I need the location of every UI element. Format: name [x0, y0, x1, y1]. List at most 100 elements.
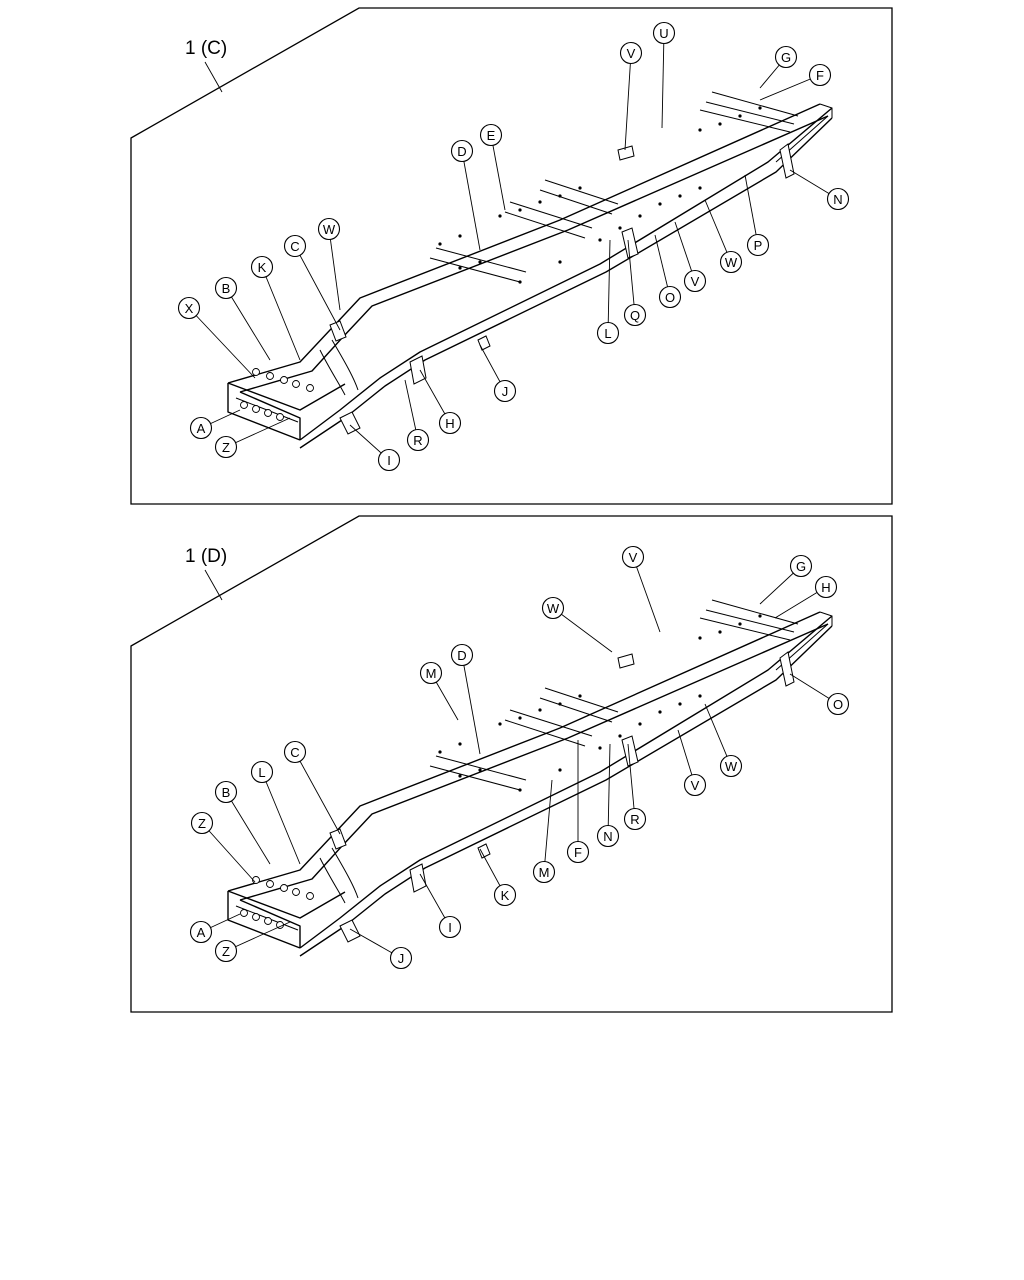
callout-leader-line [261, 771, 301, 865]
callout-label: A [197, 925, 206, 940]
frame-hole [266, 372, 274, 380]
cross-member-line [504, 719, 586, 747]
callout-bubble: F [566, 840, 590, 864]
frame-hole [240, 401, 248, 409]
callout-leader-line [624, 52, 632, 151]
rivet-dot [438, 242, 442, 246]
callout-label: Q [630, 308, 640, 323]
chassis-frame-drawing [227, 91, 833, 449]
callout-bubble: O [826, 692, 850, 716]
rivet-dot [658, 710, 662, 714]
frame-hole [266, 880, 274, 888]
callout-label: N [833, 192, 842, 207]
bracket-part [621, 735, 639, 767]
bracket-part [779, 651, 795, 687]
callout-label: C [290, 239, 299, 254]
callout-label: B [222, 785, 231, 800]
callout-bubble: R [406, 428, 430, 452]
callout-label: M [426, 666, 437, 681]
cross-member-line [699, 109, 791, 133]
frame-hole [252, 368, 260, 376]
frame-hole [306, 892, 314, 900]
callout-bubble: W [719, 250, 743, 274]
callout-bubble: D [450, 643, 474, 667]
callout-leader-line [632, 556, 661, 633]
rivet-dot [698, 128, 702, 132]
cross-member-line [435, 755, 527, 781]
callout-label: V [629, 550, 638, 565]
callout-bubble: V [683, 773, 707, 797]
rivet-dot [458, 266, 462, 270]
rivet-dot [518, 280, 522, 284]
callout-label: W [547, 601, 560, 616]
rivet-dot [698, 694, 702, 698]
callout-bubble: C [283, 740, 307, 764]
frame-rail-line [239, 115, 829, 393]
frame-rail-line [299, 107, 833, 441]
callout-bubble: Z [190, 811, 214, 835]
callout-label: Z [198, 816, 206, 831]
callout-bubble: K [493, 883, 517, 907]
callout-label: E [487, 128, 496, 143]
frame-hole [280, 376, 288, 384]
rivet-dot [458, 774, 462, 778]
cross-member-line [711, 91, 799, 117]
callout-bubble: F [808, 63, 832, 87]
cross-member-line [544, 687, 619, 713]
frame-hole [252, 913, 260, 921]
frame-hole [276, 413, 284, 421]
rivet-dot [678, 194, 682, 198]
callout-label: F [574, 845, 582, 860]
frame-hole [280, 884, 288, 892]
callout-bubble: I [438, 915, 462, 939]
cross-member-line [539, 697, 613, 723]
cross-member-line [819, 611, 833, 626]
callout-label: W [725, 255, 738, 270]
rivet-dot [718, 630, 722, 634]
callout-label: L [258, 765, 265, 780]
callout-leader-line [188, 307, 256, 379]
callout-leader-line [225, 791, 271, 865]
bracket-part [779, 143, 795, 179]
callout-leader-line [225, 287, 271, 361]
callout-leader-line [744, 174, 759, 246]
frame-rail-line [227, 383, 301, 441]
rivet-dot [458, 742, 462, 746]
cross-member-line [429, 257, 521, 283]
cross-member-line [705, 101, 795, 125]
rivet-dot [518, 208, 522, 212]
callout-leader-line [704, 703, 732, 767]
rivet-dot [498, 722, 502, 726]
frame-rail-line [227, 891, 301, 949]
cross-member-line [429, 765, 521, 791]
callout-label: I [448, 920, 452, 935]
callout-leader-line [225, 921, 291, 952]
callout-bubble: U [652, 21, 676, 45]
rivet-dot [698, 636, 702, 640]
callout-label: V [691, 274, 700, 289]
bracket-part [617, 145, 635, 161]
callout-bubble: G [774, 45, 798, 69]
frame-rail-line [299, 117, 833, 449]
rivet-dot [438, 750, 442, 754]
cross-member-line [539, 189, 613, 215]
callout-label: U [659, 26, 668, 41]
rivet-dot [578, 694, 582, 698]
callout-bubble: W [719, 754, 743, 778]
callout-bubble: J [493, 379, 517, 403]
frame-hole [252, 405, 260, 413]
callout-label: X [185, 301, 194, 316]
callout-label: G [781, 50, 791, 65]
callout-leader-line [627, 239, 636, 316]
callout-bubble: L [250, 760, 274, 784]
callout-label: C [290, 745, 299, 760]
rivet-dot [558, 260, 562, 264]
callout-bubble: D [450, 139, 474, 163]
callout-leader-line [627, 743, 636, 820]
cross-member-line [509, 709, 593, 737]
callout-label: M [539, 865, 550, 880]
callout-label: N [603, 829, 612, 844]
callout-leader-line [704, 199, 732, 263]
